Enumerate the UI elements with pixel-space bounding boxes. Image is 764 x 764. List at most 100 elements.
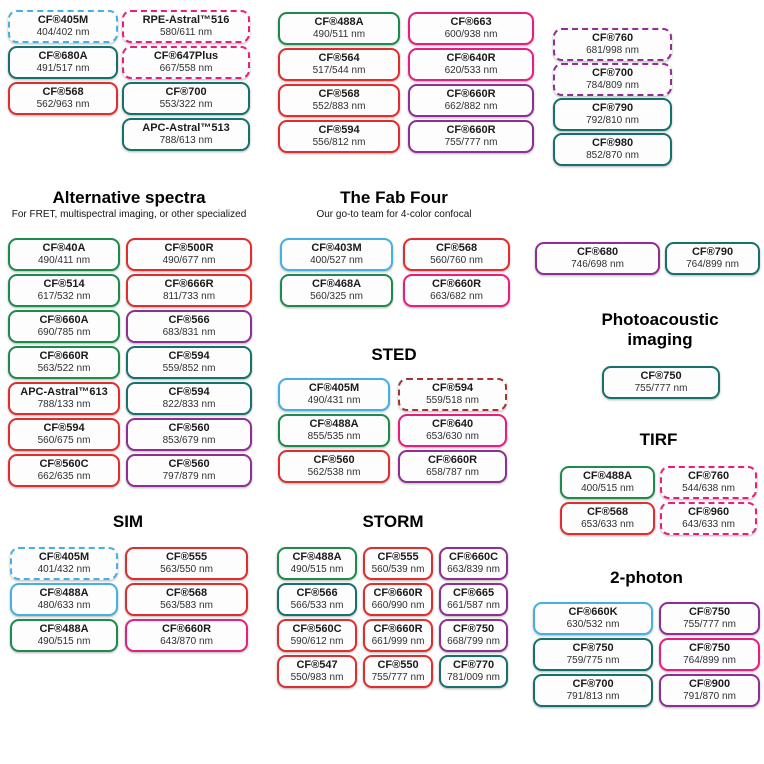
dye-name: CF®564 xyxy=(318,52,360,64)
dye-wavelengths: 663/682 nm xyxy=(430,291,483,302)
dye-wavelengths: 544/638 nm xyxy=(682,483,735,494)
dye-name: CF®647Plus xyxy=(153,50,219,62)
dye-name: CF®700 xyxy=(165,86,207,98)
dye-name: CF®488A xyxy=(39,623,89,635)
dye-wavelengths: 791/813 nm xyxy=(566,691,620,702)
dye-name: CF®405M xyxy=(38,551,90,563)
dye-name: APC-Astral™513 xyxy=(142,122,230,134)
dye-name: CF®640R xyxy=(446,52,496,64)
dye-name: CF®660R xyxy=(39,350,89,362)
dye-name: CF®568 xyxy=(586,506,629,518)
dye-wavelengths: 755/777 nm xyxy=(683,619,736,630)
dye-name: CF®488A xyxy=(292,551,342,563)
dye-name: CF®660R xyxy=(446,124,496,136)
dye-wavelengths: 764/899 nm xyxy=(683,655,736,666)
dye-name: CF®468A xyxy=(311,278,362,290)
dye-name: CF®660C xyxy=(448,551,499,563)
dye-wavelengths: 755/777 nm xyxy=(371,672,425,683)
section-title-photoacoustic-imaging: Photoacoustic imaging xyxy=(601,310,719,349)
dye-name: CF®760 xyxy=(687,470,730,482)
dye-name: APC-Astral™613 xyxy=(20,386,108,398)
dye-name: CF®750 xyxy=(688,606,731,618)
dye-name: CF®790 xyxy=(591,102,634,114)
dye-wavelengths: 491/517 nm xyxy=(36,63,90,74)
dye-name: CF®560 xyxy=(313,454,355,466)
section-title-storm: STORM xyxy=(362,512,424,531)
dye-name: CF®568 xyxy=(42,86,84,98)
dye-name: CF®488A xyxy=(39,587,89,599)
dye-wavelengths: 617/532 nm xyxy=(37,291,91,302)
dye-name: CF®680 xyxy=(576,246,619,258)
dye-wavelengths: 788/613 nm xyxy=(159,135,213,146)
dye-name: CF®770 xyxy=(452,659,495,671)
dye-name: CF®960 xyxy=(687,506,730,518)
dye-wavelengths: 681/998 nm xyxy=(586,45,639,56)
dye-wavelengths: 660/990 nm xyxy=(371,600,425,611)
dye-name: CF®560C xyxy=(292,623,342,635)
dye-name: CF®560 xyxy=(168,458,210,470)
dye-name: CF®566 xyxy=(168,314,210,326)
dye-wavelengths: 566/533 nm xyxy=(290,600,344,611)
dye-wavelengths: 668/799 nm xyxy=(447,636,500,647)
dye-wavelengths: 559/852 nm xyxy=(162,363,216,374)
dye-wavelengths: 661/999 nm xyxy=(371,636,425,647)
section-title-tirf: TIRF xyxy=(639,430,678,449)
dye-wavelengths: 490/677 nm xyxy=(162,255,216,266)
dye-name: RPE-Astral™516 xyxy=(142,14,230,26)
dye-wavelengths: 653/633 nm xyxy=(581,519,634,530)
dye-name: CF®680A xyxy=(38,50,88,62)
dye-name: CF®500R xyxy=(164,242,214,254)
dye-wavelengths: 853/679 nm xyxy=(162,435,216,446)
section-title-fab-four: The Fab Four xyxy=(340,188,448,207)
section-subtitle-fab-four: Our go-to team for 4-color confocal xyxy=(316,209,472,220)
dye-wavelengths: 643/870 nm xyxy=(160,636,213,647)
dye-wavelengths: 791/870 nm xyxy=(683,691,736,702)
dye-wavelengths: 600/938 nm xyxy=(444,29,498,40)
